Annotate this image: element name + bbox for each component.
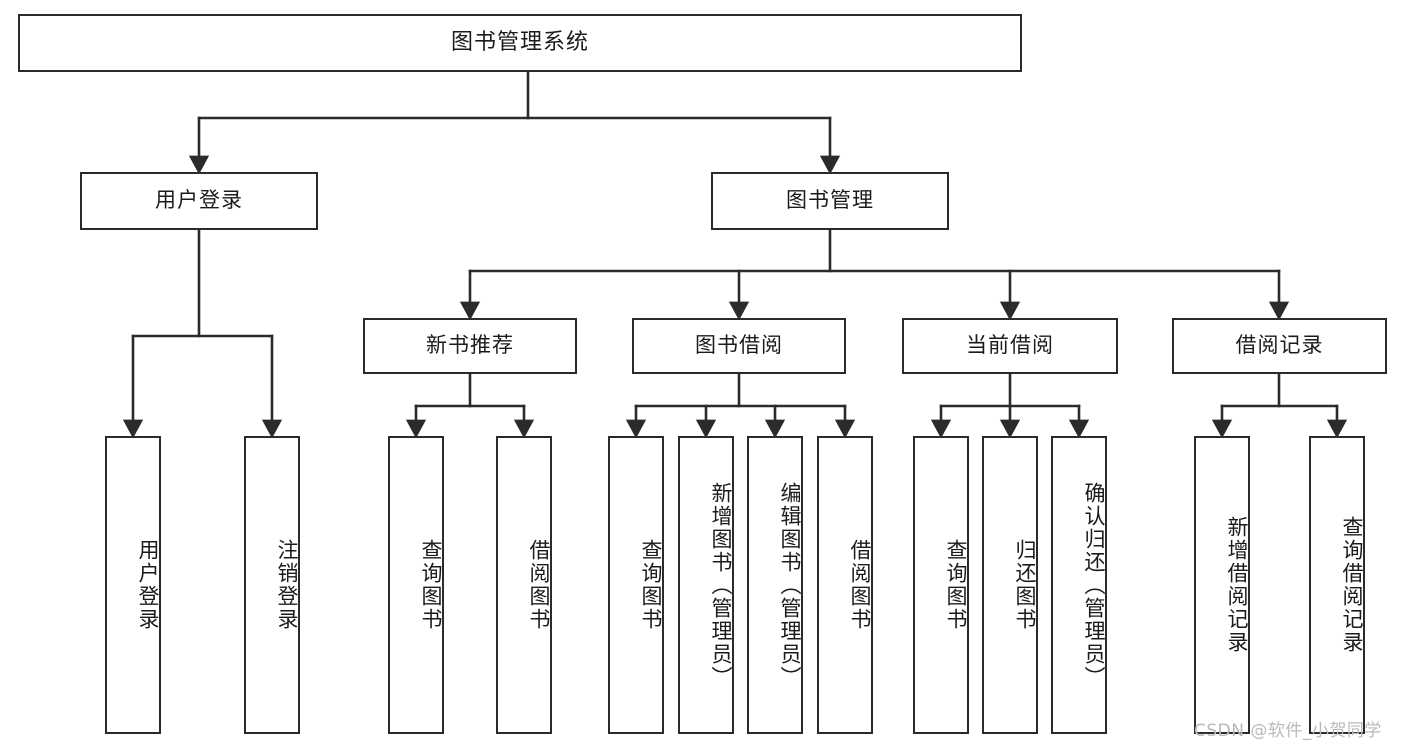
node-label: 查询图书	[944, 539, 968, 631]
node-leaf-query-book-borrow[interactable]: 查询图书	[608, 436, 664, 734]
node-leaf-borrow-book-recommend[interactable]: 借阅图书	[496, 436, 552, 734]
node-leaf-edit-book[interactable]: 编辑图书（管理员）	[747, 436, 803, 734]
node-label: 新增图书（管理员）	[709, 481, 733, 689]
node-label: 查询图书	[419, 539, 443, 631]
node-leaf-query-borrow-record[interactable]: 查询借阅记录	[1309, 436, 1365, 734]
node-leaf-user-login[interactable]: 用户登录	[105, 436, 161, 734]
node-new-book-recommend[interactable]: 新书推荐	[363, 318, 577, 374]
node-leaf-borrow-book[interactable]: 借阅图书	[817, 436, 873, 734]
node-label: 图书借阅	[695, 333, 783, 358]
node-label: 归还图书	[1013, 539, 1037, 631]
node-root-system[interactable]: 图书管理系统	[18, 14, 1022, 72]
node-leaf-return-book[interactable]: 归还图书	[982, 436, 1038, 734]
node-book-manage[interactable]: 图书管理	[711, 172, 949, 230]
node-label: 当前借阅	[966, 333, 1054, 358]
node-label: 借阅图书	[527, 539, 551, 631]
node-label: 借阅记录	[1235, 333, 1324, 358]
node-label: 图书管理	[786, 188, 874, 213]
node-label: 确认归还（管理员）	[1082, 481, 1106, 689]
node-label: 查询借阅记录	[1340, 516, 1364, 654]
node-leaf-confirm-return[interactable]: 确认归还（管理员）	[1051, 436, 1107, 734]
node-leaf-add-borrow-record[interactable]: 新增借阅记录	[1194, 436, 1250, 734]
node-user-login[interactable]: 用户登录	[80, 172, 318, 230]
node-leaf-query-book-recommend[interactable]: 查询图书	[388, 436, 444, 734]
node-label: 编辑图书（管理员）	[778, 481, 802, 689]
node-leaf-add-book[interactable]: 新增图书（管理员）	[678, 436, 734, 734]
node-label: 查询图书	[639, 539, 663, 631]
node-label: 借阅图书	[848, 539, 872, 631]
node-label: 新增借阅记录	[1225, 516, 1249, 654]
node-leaf-user-logout[interactable]: 注销登录	[244, 436, 300, 734]
node-book-borrow[interactable]: 图书借阅	[632, 318, 846, 374]
node-label: 注销登录	[275, 539, 299, 631]
node-label: 用户登录	[155, 188, 243, 213]
node-current-borrow[interactable]: 当前借阅	[902, 318, 1118, 374]
node-label: 图书管理系统	[450, 29, 589, 55]
node-leaf-query-book-current[interactable]: 查询图书	[913, 436, 969, 734]
node-label: 新书推荐	[426, 333, 514, 358]
node-borrow-record[interactable]: 借阅记录	[1172, 318, 1387, 374]
csdn-watermark: CSDN @软件_小贺同学	[1194, 721, 1382, 741]
node-label: 用户登录	[136, 539, 160, 631]
